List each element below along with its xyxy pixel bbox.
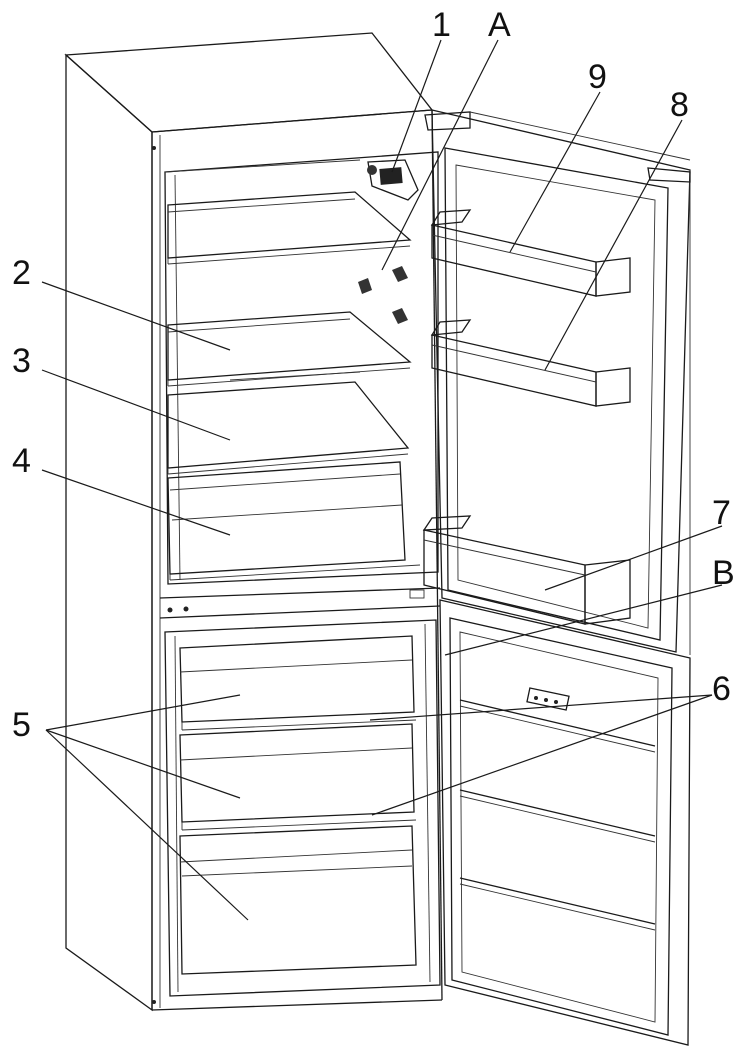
shelf-supports (358, 266, 408, 324)
door-balcony-8 (430, 319, 631, 407)
fridge-compartment (164, 151, 439, 585)
shelf-top (167, 191, 412, 265)
door-balcony-9 (430, 209, 631, 297)
upper-door (424, 109, 691, 655)
control-strip (159, 587, 441, 619)
callout-2: 2 (12, 254, 31, 292)
freezer-compartment (164, 619, 441, 997)
callout-A: A (488, 6, 511, 44)
callout-B: B (712, 554, 735, 592)
callout-5: 5 (12, 706, 31, 744)
shelf-2 (167, 311, 412, 387)
leader-lines (41, 39, 723, 921)
callout-9: 9 (588, 58, 607, 96)
freezer-drawer-1 (179, 635, 417, 731)
callout-8: 8 (670, 86, 689, 124)
bottle-balcony-7 (422, 515, 631, 625)
crisper-drawer (167, 461, 421, 581)
callout-1: 1 (432, 6, 451, 44)
freezer-drawer-2 (179, 723, 417, 831)
lower-door (439, 599, 691, 1046)
shelf-3 (167, 371, 410, 475)
callout-4: 4 (12, 442, 31, 480)
thermostat-unit (367, 159, 419, 201)
callout-labels: 1 A 9 8 2 3 4 7 B 5 6 (12, 6, 735, 744)
callout-3: 3 (12, 342, 31, 380)
callout-7: 7 (712, 494, 731, 532)
callout-6: 6 (712, 670, 731, 708)
freezer-drawer-3 (179, 825, 417, 975)
